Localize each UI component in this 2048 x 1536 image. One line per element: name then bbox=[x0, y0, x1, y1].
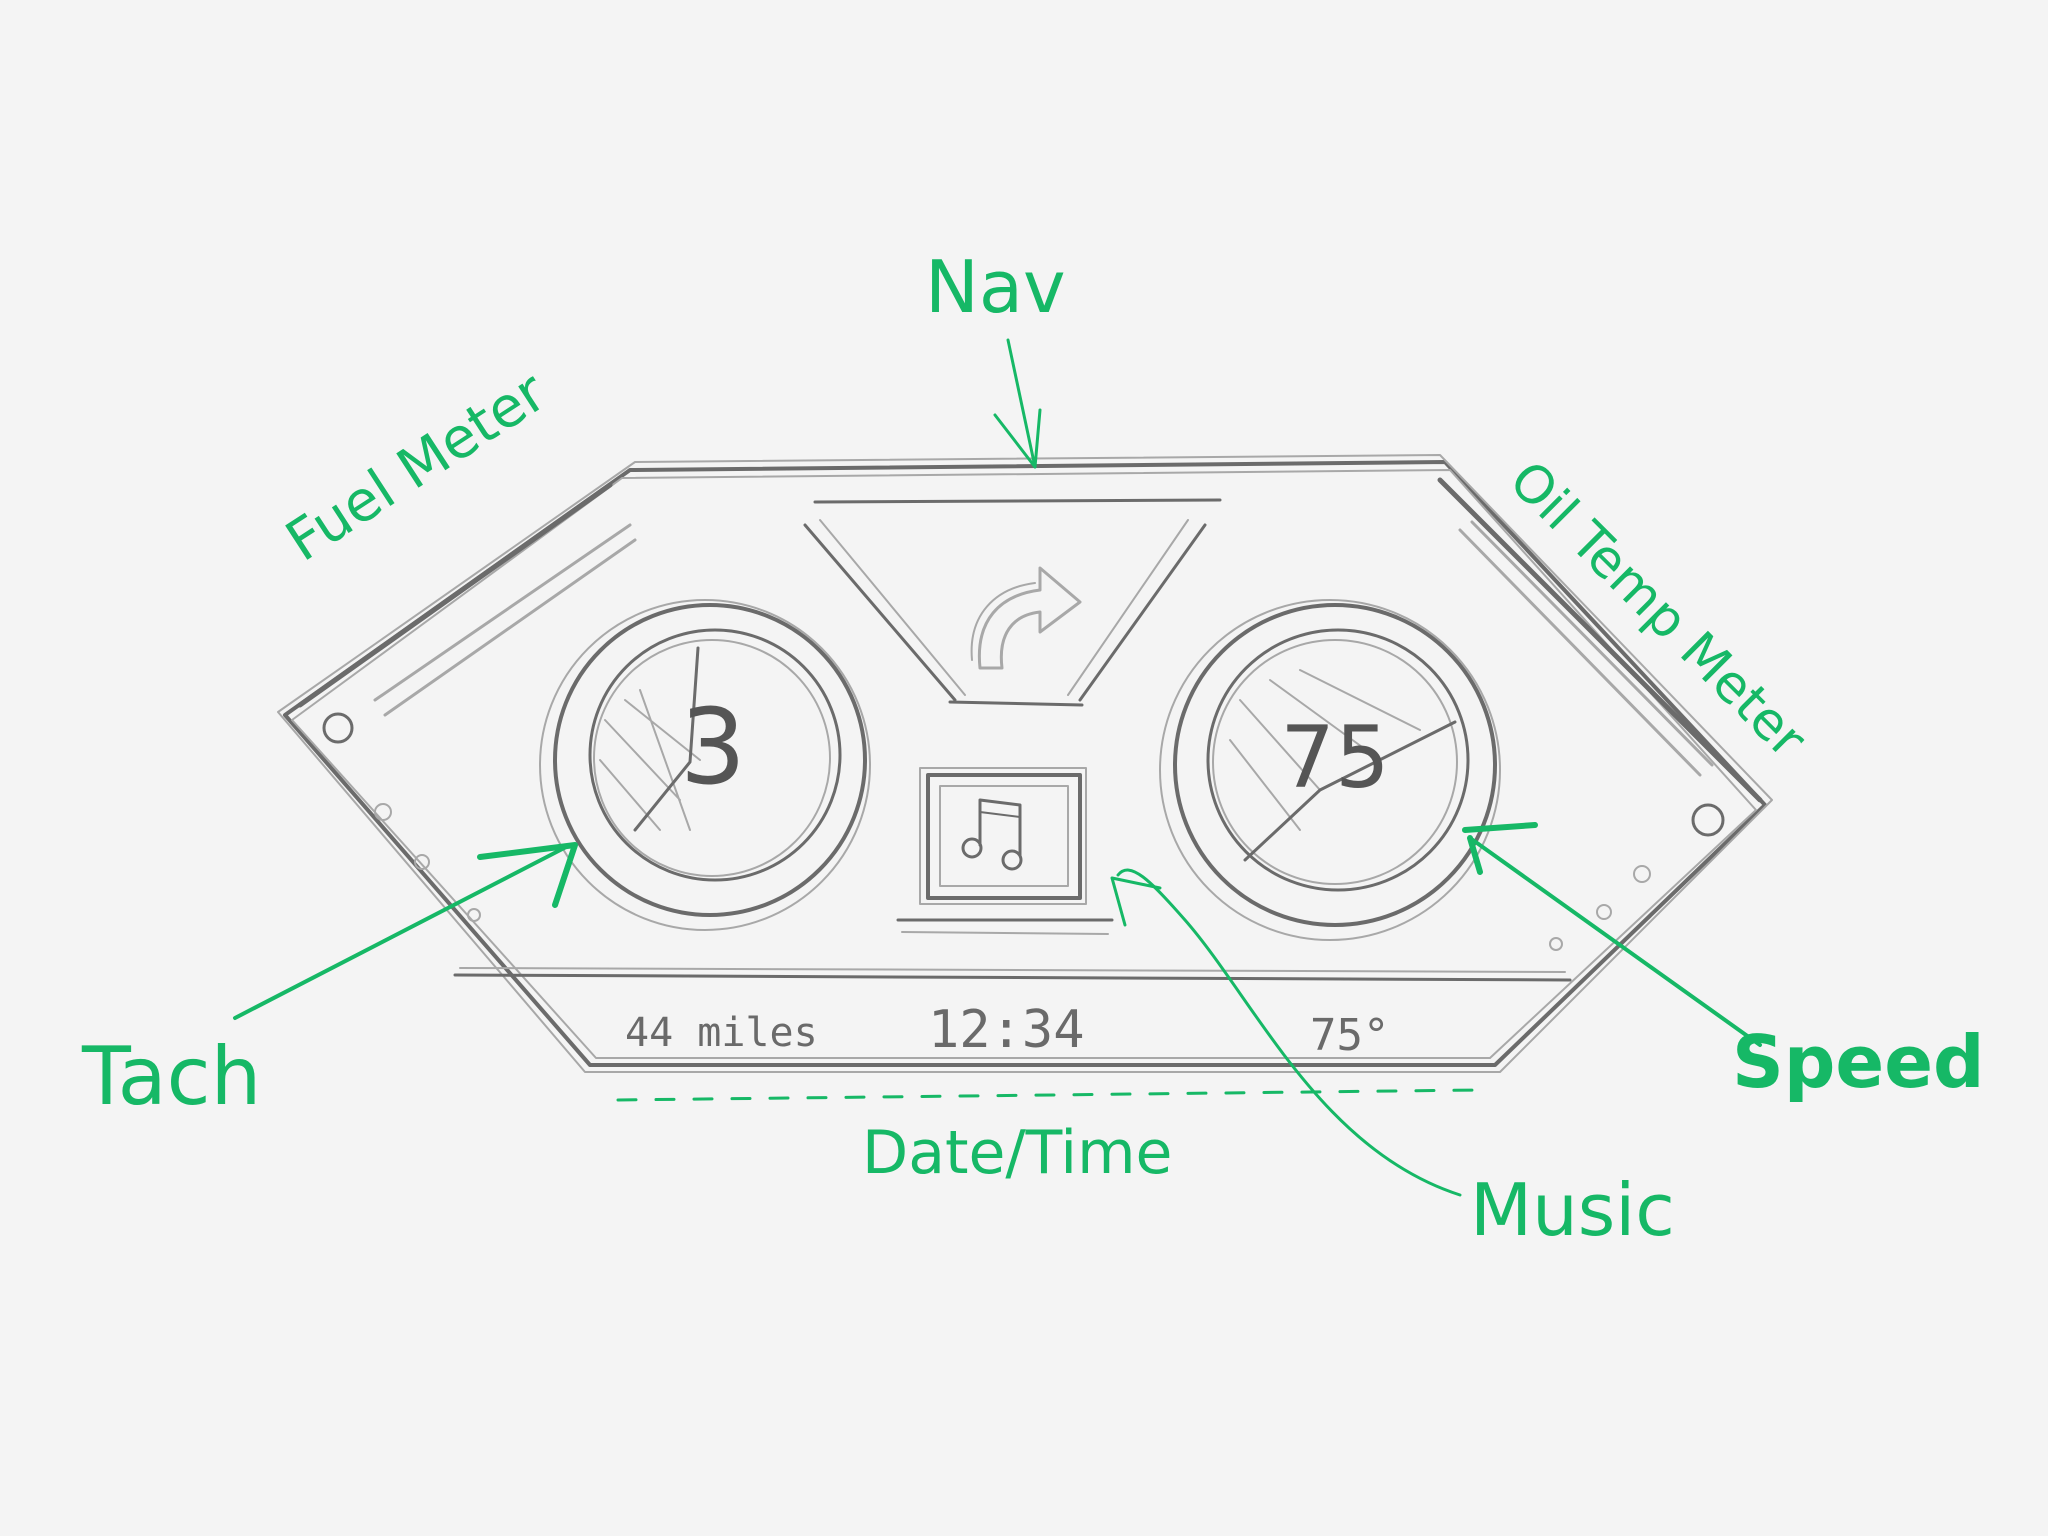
music-note-icon bbox=[961, 798, 1023, 871]
fuel-meter bbox=[297, 482, 637, 717]
speed-value: 75 bbox=[1280, 708, 1390, 808]
nav-label: Nav bbox=[925, 245, 1066, 329]
tach-label: Tach bbox=[82, 1030, 262, 1123]
tach-gauge bbox=[539, 599, 871, 931]
oil-temp-meter bbox=[1437, 477, 1763, 803]
date-time-label: Date/Time bbox=[862, 1118, 1173, 1188]
speed-label: Speed bbox=[1732, 1020, 1985, 1104]
distance-readout: 44 miles bbox=[625, 1010, 818, 1056]
annotation-arrows bbox=[233, 338, 1762, 1197]
speed-gauge bbox=[1159, 599, 1501, 941]
music-label: Music bbox=[1470, 1168, 1675, 1252]
turn-right-arrow-icon bbox=[970, 566, 1082, 670]
nav-display[interactable] bbox=[803, 498, 1222, 707]
time-readout: 12:34 bbox=[928, 1000, 1085, 1060]
temperature-readout: 75° bbox=[1310, 1010, 1390, 1061]
music-display[interactable] bbox=[896, 767, 1114, 935]
screw-holes bbox=[322, 712, 1725, 951]
dashboard-outline bbox=[277, 454, 1773, 1073]
tach-value: 3 bbox=[679, 686, 747, 808]
